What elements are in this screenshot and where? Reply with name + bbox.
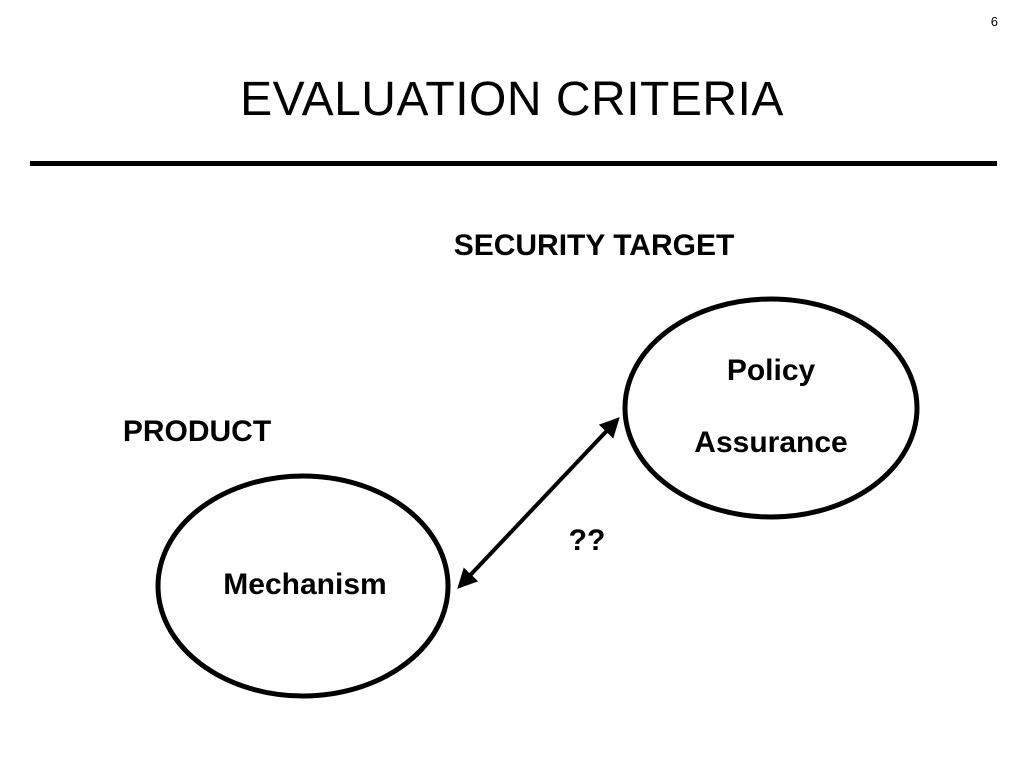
product-node [155,473,451,699]
relation-arrow [457,417,620,589]
security-target-heading: SECURITY TARGET [453,229,735,262]
product-heading: PRODUCT [122,415,272,448]
title-divider [30,161,997,166]
mechanism-label: Mechanism [223,568,387,601]
relation-label: ?? [568,524,606,557]
slide-title: EVALUATION CRITERIA [240,73,784,126]
security-target-node [622,296,920,520]
policy-label: Policy [726,354,816,387]
slide-number: 6 [990,14,998,29]
assurance-label: Assurance [694,426,848,459]
